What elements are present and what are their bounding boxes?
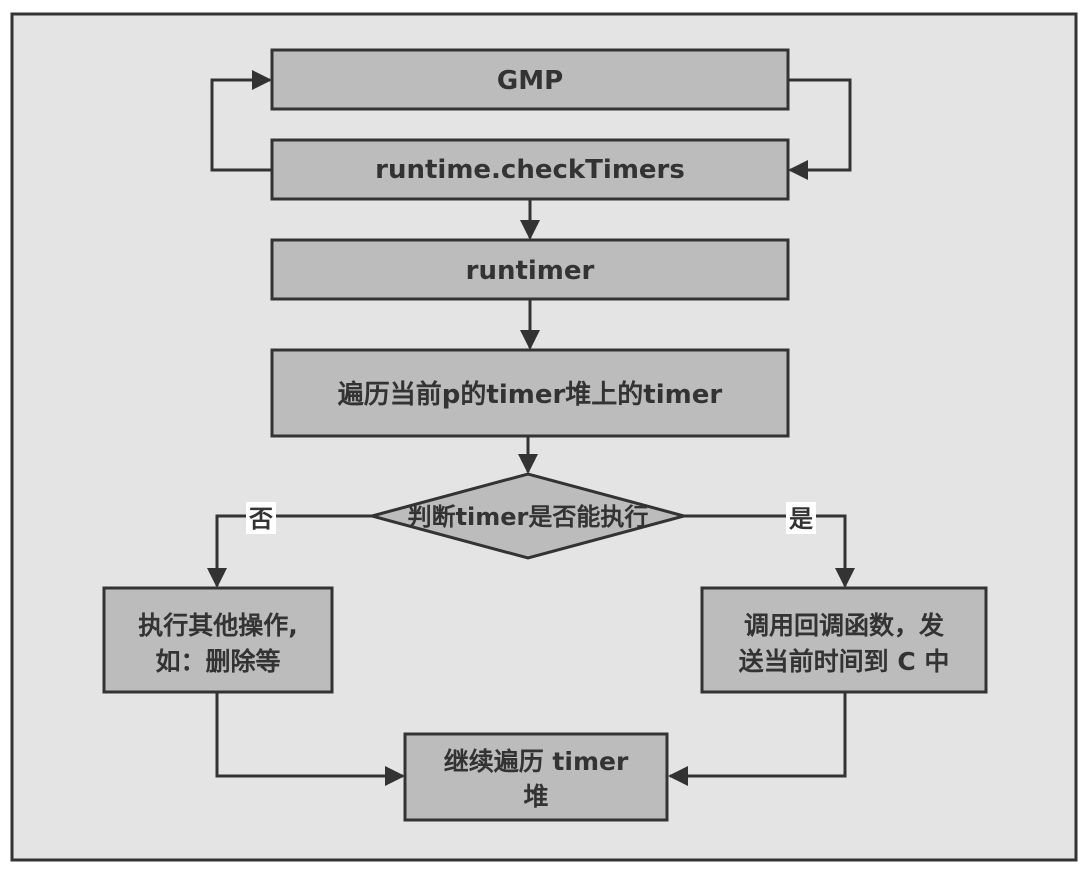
node-traverse-heap: 遍历当前p的timer堆上的timer [270, 348, 790, 438]
node-callback-line-1: 调用回调函数，发 [744, 611, 944, 640]
node-callback-box [700, 586, 988, 694]
edge-label-yes: 是 [789, 505, 813, 533]
node-check-timers-label: runtime.checkTimers [375, 155, 685, 185]
edge-gmp-to-checktimers [788, 78, 852, 180]
edge-checktimers-to-gmp [210, 70, 272, 172]
node-gmp-box [270, 48, 790, 111]
node-runtimer: runtimer [270, 238, 790, 301]
edge-label-no-bg [246, 502, 276, 534]
node-callback-line-2: 送当前时间到 C 中 [739, 647, 950, 676]
node-decision: 判断timer是否能执行 [366, 472, 690, 560]
node-gmp: GMP [270, 48, 790, 111]
node-decision-diamond [366, 472, 690, 560]
edges [207, 70, 855, 786]
node-other-ops: 执行其他操作, 如：删除等 [102, 586, 334, 694]
edge-decision-no [207, 514, 372, 588]
node-continue-box [403, 732, 669, 822]
node-gmp-label: GMP [497, 66, 563, 96]
edge-label-no: 否 [248, 505, 273, 533]
edge-label-yes-bg [786, 502, 816, 534]
node-check-timers: runtime.checkTimers [270, 138, 790, 201]
node-other-ops-box [102, 586, 334, 694]
node-runtimer-box [270, 238, 790, 301]
node-traverse-heap-label: 遍历当前p的timer堆上的timer [338, 379, 723, 410]
node-traverse-heap-box [270, 348, 790, 438]
node-callback: 调用回调函数，发 送当前时间到 C 中 [700, 586, 988, 694]
node-decision-label: 判断timer是否能执行 [408, 503, 649, 531]
edge-otherops-to-continue [215, 692, 405, 786]
node-continue: 继续遍历 timer 堆 [403, 732, 669, 822]
node-continue-line-2: 堆 [523, 782, 548, 811]
edge-callback-to-continue [668, 692, 847, 786]
node-other-ops-line-2: 如：删除等 [155, 647, 280, 676]
edge-decision-yes [684, 514, 855, 588]
edge-label-yes-group: 是 [786, 502, 816, 534]
edge-label-no-group: 否 [246, 502, 276, 534]
node-other-ops-line-1: 执行其他操作, [138, 611, 298, 640]
node-runtimer-label: runtimer [466, 256, 595, 286]
node-check-timers-box [270, 138, 790, 201]
node-continue-line-1: 继续遍历 timer [444, 747, 629, 776]
